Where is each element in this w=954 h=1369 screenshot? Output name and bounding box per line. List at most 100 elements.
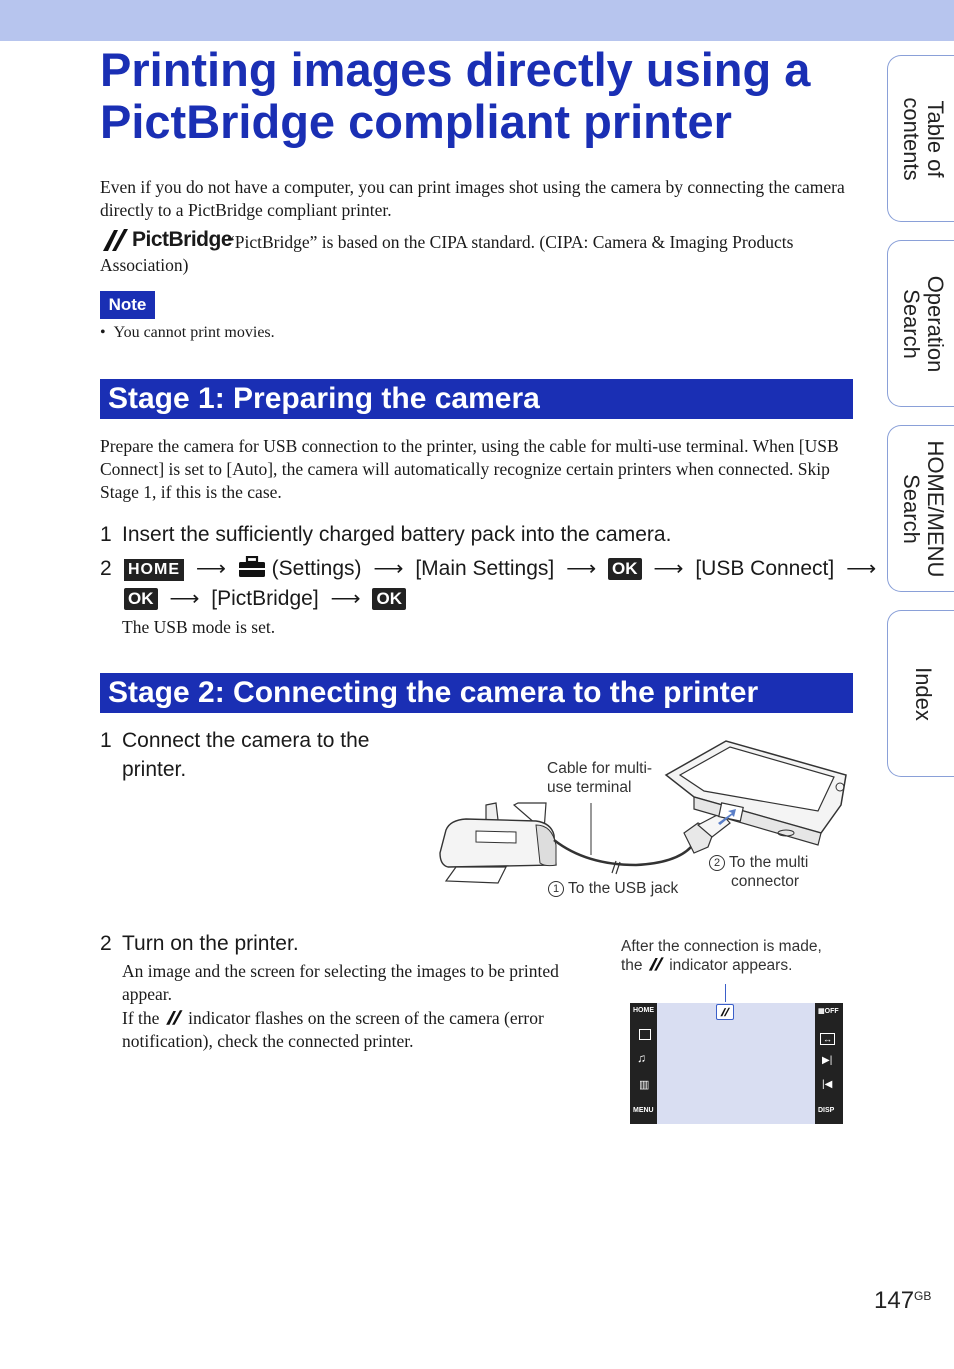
screen-disp-icon: DISP [818,1107,835,1114]
step-number: 1 [100,523,112,546]
arrow-icon: ⟶ [653,557,684,580]
arrow-icon: ⟶ [330,587,361,610]
settings-label: (Settings) [271,557,362,580]
arrow-icon: ⟶ [373,557,404,580]
intro-text: Even if you do not have a computer, you … [100,177,845,220]
main-settings-label: [Main Settings] [415,557,555,580]
pictbridge-note: “PictBridge” is based on the CIPA standa… [100,232,794,275]
tab-label-line2: Search [899,288,924,359]
arrow-icon: ⟶ [846,557,877,580]
ok-icon: OK [372,588,406,610]
usb-connect-label: [USB Connect] [695,557,835,580]
arrow-icon: ⟶ [195,557,226,580]
stage1-step2: 2 HOME ⟶ (Settings) ⟶ [Main Settings] ⟶ … [100,554,876,614]
stage2-step2-desc2: If the indicator flashes on the screen o… [122,1007,597,1053]
tab-label: Index [911,666,936,721]
step-text: Insert the sufficiently charged battery … [122,523,672,546]
multi-connector-callout: 2 To the multi connector [709,853,808,891]
camera-illustration [664,740,847,846]
tab-label-line1: Index [911,666,936,721]
desc2-pre: If the [122,1008,160,1028]
pictbridge-icon [103,229,128,251]
callout-number: 2 [709,855,725,871]
arrow-icon: ⟶ [566,557,597,580]
ok-icon: OK [124,588,158,610]
indicator-pointer-line [725,984,726,1002]
connection-diagram [439,740,847,884]
top-banner [0,0,954,41]
pictbridge-icon [648,957,664,971]
stage1-description: Prepare the camera for USB connection to… [100,436,839,502]
note-item: • You cannot print movies. [100,324,275,341]
stage2-heading: Stage 2: Connecting the camera to the pr… [100,673,853,713]
page-number-value: 147 [874,1287,915,1314]
screen-caption-line2: the indicator appears. [621,956,851,975]
camera-screen-display [657,1003,815,1124]
screen-menu-icon: MENU [633,1107,654,1114]
screen-music-icon: ♫ [637,1051,646,1065]
caption-post: indicator appears. [669,957,793,974]
screen-caption: After the connection is made, the indica… [621,937,851,975]
stage1-heading: Stage 1: Preparing the camera [100,379,853,419]
pictbridge-indicator [716,1004,734,1020]
stage1-heading-text: Stage 1: Preparing the camera [108,382,540,415]
cable-label-line1: Cable for multi- [547,760,653,777]
desc2-post: indicator flashes on the screen of the c… [122,1008,544,1051]
page-number-suffix: GB [914,1289,932,1303]
pictbridge-logo: PictBridge [100,227,233,253]
callout-text-line1: To the multi [729,854,809,871]
tab-label-line2: contents [899,96,924,181]
printer-illustration [439,802,557,884]
note-badge: Note [100,291,155,319]
step-number: 1 [100,729,112,752]
stage2-step1: 1 Connect the camera to the printer. [100,726,420,786]
caption-pre: the [621,957,643,974]
step2-line2: OK ⟶ [PictBridge] ⟶ OK [124,584,406,613]
arrow-icon: ⟶ [169,587,200,610]
page-title: Printing images directly using a PictBri… [100,43,811,148]
tab-label-line1: Table of [923,99,948,178]
toolbox-settings-icon [238,555,265,577]
tab-label-line1: HOME/MENU [923,440,948,577]
screen-home-icon: HOME [633,1007,654,1014]
pictbridge-icon [165,1010,183,1025]
tab-label-line1: Operation [923,275,948,372]
note-item-text: You cannot print movies. [113,324,275,341]
screen-prev-icon: |◀ [822,1079,833,1090]
cable-illustration [553,812,731,875]
pictbridge-logo-text: PictBridge [132,228,233,251]
pictbridge-indicator-icon [720,1007,730,1017]
screen-index-icon [639,1029,651,1040]
screen-trash-icon: ▥ [639,1079,650,1091]
camera-screen: HOME ♫ ▥ MENU ▦OFF ↔ ▶| |◀ DISP [630,1003,843,1124]
step2-line1: HOME ⟶ (Settings) ⟶ [Main Settings] ⟶ OK… [124,554,882,583]
usb-jack-callout: 1 To the USB jack [548,879,678,898]
stage2-step2-desc1: An image and the screen for selecting th… [122,961,559,1004]
screen-caption-line1: After the connection is made, [621,938,822,955]
stage2-heading-text: Stage 2: Connecting the camera to the pr… [108,676,759,709]
screen-off-icon: ▦OFF [818,1008,839,1015]
page-number: 147GB [874,1287,931,1315]
step-number: 2 [100,932,112,955]
callout-number: 1 [548,881,564,897]
screen-next-icon: ▶| [822,1055,833,1066]
step-text: Connect the camera to the [122,729,370,752]
ok-icon: OK [608,558,642,580]
pictbridge-label: [PictBridge] [211,587,319,610]
step-text-line2: printer. [122,758,187,781]
callout-text: To the USB jack [568,880,679,897]
stage1-step2-result: The USB mode is set. [122,617,276,637]
callout-text-line2: connector [731,873,800,890]
tab-index[interactable]: Index [887,610,954,777]
step-number: 2 [100,557,112,580]
cable-label-line2: use terminal [547,779,632,796]
tab-label-line2: Search [899,473,924,544]
cable-label: Cable for multi- use terminal [547,759,652,797]
home-icon: HOME [124,559,184,581]
